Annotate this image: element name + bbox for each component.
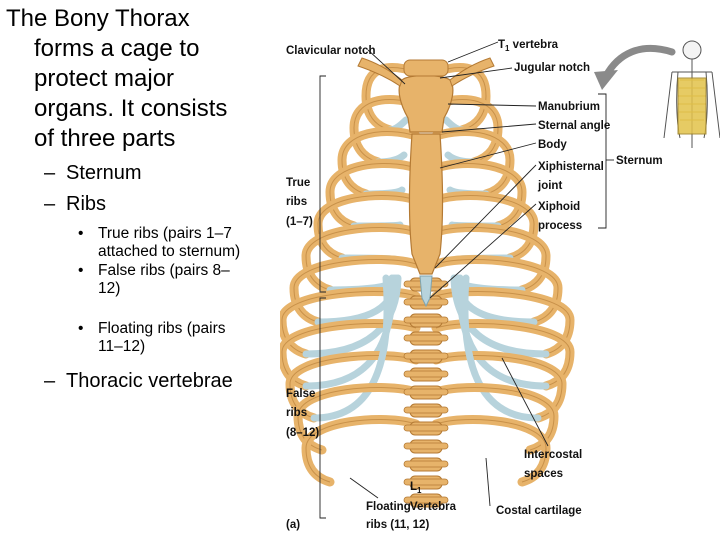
- rib-type-floating: • Floating ribs (pairs 11–12): [78, 320, 226, 356]
- label-t1-vertebra: T1 vertebra: [498, 39, 559, 53]
- label-true-ribs: True: [286, 177, 310, 189]
- vertebra-process: [403, 460, 449, 468]
- thorax-illustration: Clavicular notch T1 vertebra Jugular not…: [277, 39, 720, 531]
- xiphoid-bone: [419, 275, 433, 308]
- rib-edge: [353, 98, 417, 163]
- dash-marker: –: [44, 162, 56, 184]
- costal-cartilage: [450, 274, 550, 358]
- sub-bullet-ribs: –Ribs: [44, 192, 106, 216]
- vertebra-process: [403, 352, 449, 360]
- label-false-ribs: (8–12): [286, 427, 319, 439]
- arrow-head: [594, 70, 618, 90]
- label-xiphoid: Xiphoid: [538, 201, 580, 213]
- sub-bullet-sternum: –Sternum: [44, 161, 142, 185]
- label-floating-ribs: Floating: [366, 501, 411, 513]
- t1-vertebra: [403, 59, 449, 77]
- vertebra-process: [403, 334, 449, 342]
- bullet-marker: •: [78, 225, 84, 242]
- vertebra-process: [403, 424, 449, 432]
- dash-marker: –: [44, 370, 56, 392]
- vertebra-process: [403, 478, 449, 486]
- title-line: forms a cage to: [34, 35, 200, 62]
- sub-bullet-text: Sternum: [66, 162, 142, 184]
- ribs-layer: [277, 63, 575, 487]
- rib-type-line: attached to sternum): [98, 243, 241, 260]
- rib-edge: [305, 227, 417, 291]
- sub-bullet-text: Thoracic vertebrae: [66, 370, 233, 392]
- label-false-ribs: False: [286, 388, 315, 400]
- title-line: The Bony Thorax: [6, 5, 190, 32]
- rib-type-line: Floating ribs (pairs: [98, 320, 226, 337]
- costal-cartilage: [461, 274, 542, 422]
- rib-edge: [435, 419, 547, 483]
- label-true-ribs: (1–7): [286, 216, 313, 228]
- dash-marker: –: [44, 193, 56, 215]
- title-line: organs. It consists: [34, 95, 228, 122]
- title-line: protect major: [34, 65, 175, 92]
- rib-edge: [293, 258, 417, 323]
- sternum-body-bone: [408, 133, 444, 275]
- rib-edge: [435, 258, 559, 323]
- curved-pointer-arrow: [602, 45, 676, 80]
- rib-edge: [435, 163, 523, 227]
- vertebra-process: [403, 406, 449, 414]
- label-false-ribs: ribs: [286, 407, 307, 419]
- label-manubrium: Manubrium: [538, 101, 600, 113]
- rib-edge: [435, 195, 535, 259]
- rib-type-line: 11–12): [98, 338, 146, 355]
- bullet-marker: •: [78, 320, 84, 337]
- rib-type-line: True ribs (pairs 1–7: [98, 225, 232, 242]
- label-jugular-notch: Jugular notch: [514, 62, 590, 74]
- vertebra-process: [403, 370, 449, 378]
- rib-edge: [435, 67, 487, 131]
- bullet-marker: •: [78, 262, 84, 279]
- label-intercostal: Intercostal: [524, 449, 582, 461]
- label-body: Body: [538, 139, 567, 151]
- rib-type-line: False ribs (pairs 8–: [98, 262, 230, 279]
- thorax-figure: Clavicular notch T1 vertebra Jugular not…: [277, 28, 720, 540]
- label-process: process: [538, 220, 582, 232]
- leader-lines: [319, 41, 614, 519]
- label-clavicular-notch: Clavicular notch: [286, 45, 375, 57]
- rib-edge: [305, 419, 417, 483]
- rib-edge: [365, 67, 417, 131]
- rib-type-false: • False ribs (pairs 8– 12): [78, 262, 230, 298]
- label-joint: joint: [537, 180, 562, 192]
- rib-type-true: • True ribs (pairs 1–7 attached to stern…: [78, 225, 240, 261]
- label-sternal-angle: Sternal angle: [538, 120, 610, 132]
- label-xiphisternal: Xiphisternal: [538, 161, 604, 173]
- clavicle-right: [449, 57, 495, 87]
- vertebra-process: [403, 442, 449, 450]
- main-bullet: The Bony Thorax forms a cage to protect …: [6, 4, 276, 154]
- rib-type-line: 12): [98, 280, 121, 297]
- vertebra-process: [403, 388, 449, 396]
- sternum-bone: [398, 74, 454, 308]
- skeleton-thumbnail: [663, 40, 720, 148]
- label-sternum: Sternum: [616, 155, 663, 167]
- rib-edge: [317, 195, 417, 259]
- vertebra-process: [403, 316, 449, 324]
- vertebra-process: [403, 496, 449, 504]
- rib-edge: [435, 131, 511, 195]
- rib-edge: [329, 163, 417, 227]
- label-true-ribs: ribs: [286, 196, 307, 208]
- label-costal-cartilage: Costal cartilage: [496, 505, 582, 517]
- costal-cartilage: [302, 274, 402, 358]
- sub-bullet-text: Ribs: [66, 193, 107, 215]
- clavicle-left: [357, 57, 403, 87]
- sub-bullet-vertebrae: –Thoracic vertebrae: [44, 369, 233, 393]
- costal-cartilage: [310, 274, 391, 422]
- label-l1: L1: [410, 481, 422, 495]
- rib-edge: [341, 131, 417, 195]
- rib-edge: [435, 227, 547, 291]
- vertebral-column: [403, 277, 449, 508]
- label-vertebra: Vertebra: [410, 501, 457, 513]
- label-panel: (a): [286, 519, 300, 531]
- label-intercostal: spaces: [524, 468, 563, 480]
- title-line: of three parts: [34, 125, 176, 152]
- label-floating-ribs: ribs (11, 12): [366, 519, 429, 531]
